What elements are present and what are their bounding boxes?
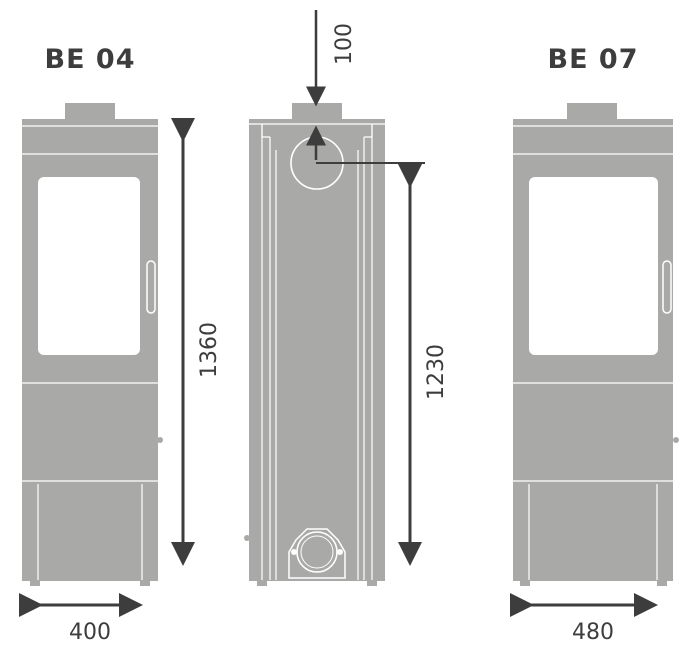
height-label-flue: 1230 [424, 344, 449, 400]
stove-flue-collar [292, 103, 342, 119]
stove-foot [520, 581, 530, 586]
air-inlet-bottom [288, 528, 346, 579]
stove-foot [257, 581, 267, 586]
stove-knob [673, 437, 679, 443]
stove-foot [30, 581, 40, 586]
stove-foot [140, 581, 150, 586]
stove-flue-collar [65, 103, 115, 119]
clearance-label: 100 [332, 23, 357, 65]
stove-flue-collar [567, 103, 617, 119]
stove-door-handle [146, 260, 156, 314]
width-label-be04: 400 [69, 620, 111, 645]
model-title-be04: BE 04 [45, 44, 136, 75]
stove-body [249, 119, 385, 581]
stove-glass-window [529, 177, 658, 355]
model-title-be07: BE 07 [548, 44, 639, 75]
stove-be07-front-view [513, 103, 679, 586]
stove-be04-front-view [22, 103, 163, 586]
stove-foot [657, 581, 667, 586]
stove-foot [367, 581, 377, 586]
stove-glass-window [38, 177, 140, 355]
stove-door-handle [662, 260, 672, 314]
width-label-be07: 480 [572, 620, 614, 645]
stove-side-view [244, 103, 385, 586]
stove-knob [157, 437, 163, 443]
stove-knob [244, 535, 250, 541]
height-label-total: 1360 [197, 322, 222, 378]
